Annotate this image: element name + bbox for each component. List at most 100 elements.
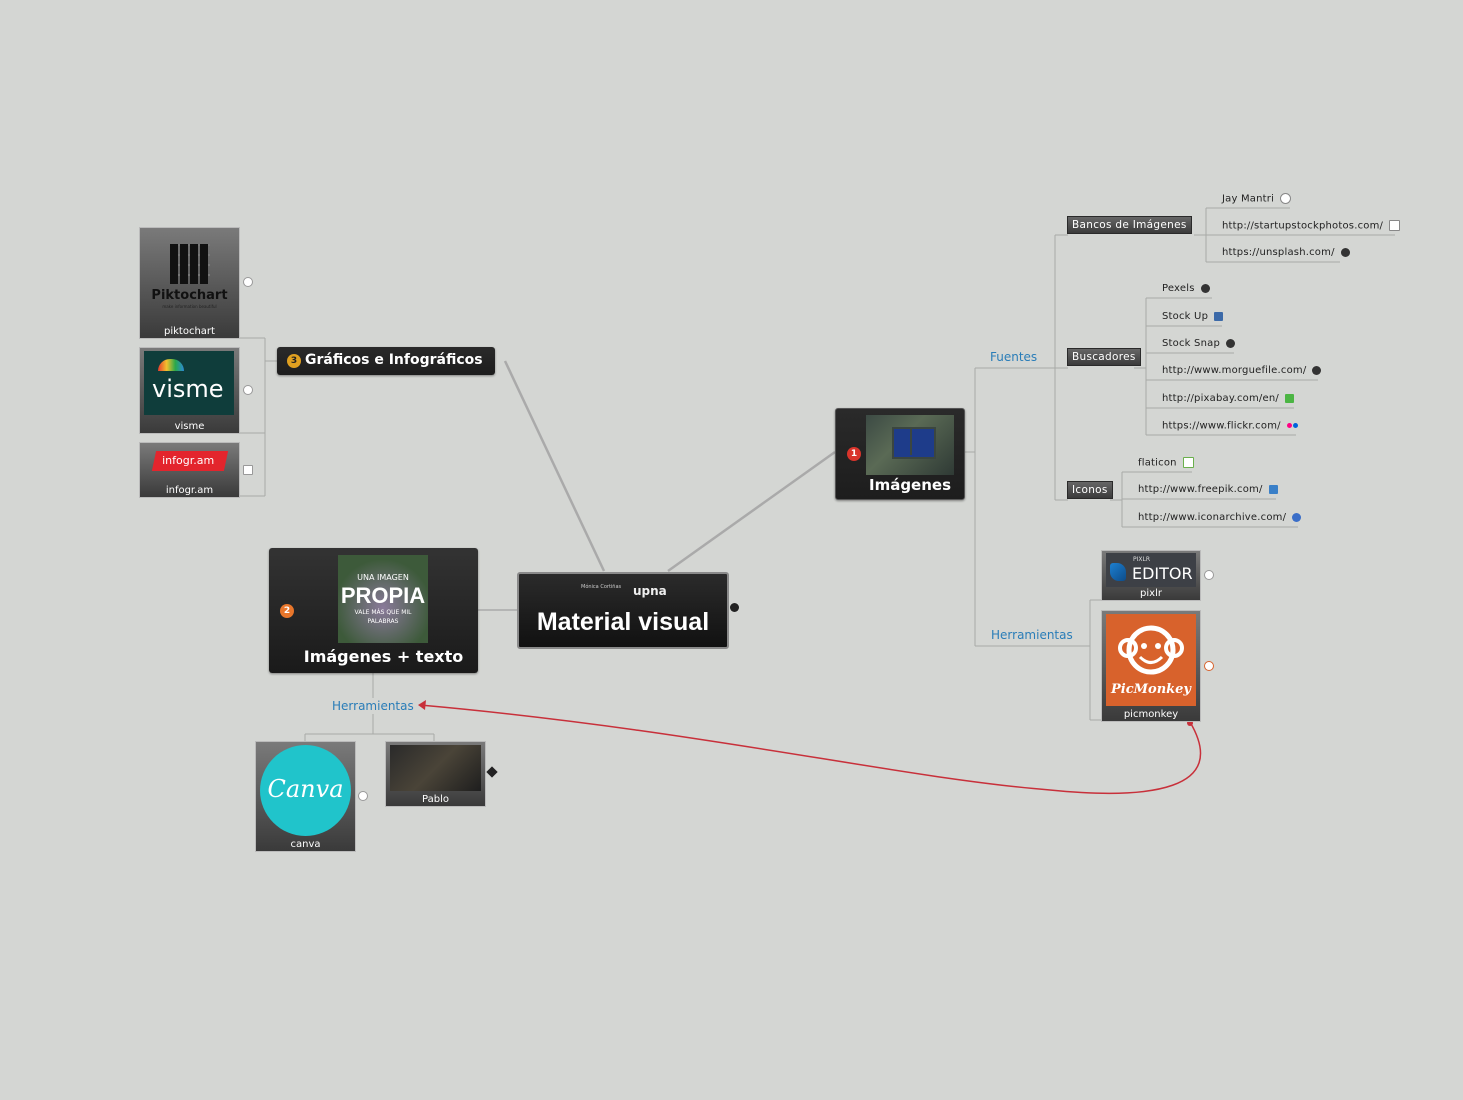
author-logo: Mónica Cortiñas [581, 584, 622, 590]
visme-logo: visme [144, 351, 234, 415]
central-title: Material visual [536, 608, 710, 636]
pixlr-icon [1204, 570, 1214, 580]
item-label: https://www.flickr.com/ [1162, 420, 1281, 432]
list-item[interactable]: Stock Up [1162, 311, 1224, 322]
list-item[interactable]: http://startupstockphotos.com/ [1222, 220, 1401, 232]
item-label: Pexels [1162, 283, 1195, 294]
picmonkey-card[interactable]: PicMonkey picmonkey [1101, 610, 1201, 722]
quote-line: VALE MÁS QUE MIL [354, 609, 412, 616]
globe-icon [1340, 247, 1350, 257]
flickr-icon [1286, 420, 1298, 431]
herramientas-label[interactable]: Herramientas [332, 699, 414, 713]
iconos-tag[interactable]: Iconos [1067, 481, 1113, 499]
item-label: http://startupstockphotos.com/ [1222, 220, 1384, 232]
quote-line: PROPIA [340, 583, 426, 608]
canva-logo: Canva [260, 745, 351, 836]
piktochart-card[interactable]: Piktochart make information beautiful pi… [139, 227, 240, 339]
quote-line: UNA IMAGEN [357, 573, 409, 582]
site-icon [1389, 220, 1401, 231]
fuentes-label[interactable]: Fuentes [990, 350, 1038, 364]
canva-text: Canva [267, 775, 344, 803]
item-label: Stock Up [1162, 311, 1209, 322]
picmonkey-text: PicMonkey [1111, 682, 1191, 697]
branch-imagenes-node[interactable]: 1 Imágenes [835, 408, 965, 500]
pablo-card[interactable]: Pablo [385, 741, 486, 807]
item-label: http://pixabay.com/en/ [1162, 393, 1279, 404]
globe-icon [1312, 365, 1322, 375]
window-photo [866, 415, 954, 475]
card-caption: infogr.am [165, 485, 214, 496]
picmonkey-logo: PicMonkey [1106, 614, 1196, 706]
globe-icon [1200, 283, 1210, 293]
visme-card[interactable]: visme visme [139, 347, 240, 434]
list-item[interactable]: https://www.flickr.com/ [1162, 420, 1298, 432]
list-item[interactable]: http://www.morguefile.com/ [1162, 365, 1322, 376]
number-badge: 3 [287, 354, 301, 368]
visme-mark-icon [158, 359, 184, 371]
picmonkey-icon [1204, 661, 1214, 671]
card-caption: pixlr [1140, 588, 1162, 599]
branch-title: Imágenes + texto [303, 647, 464, 666]
item-label: http://www.morguefile.com/ [1162, 365, 1307, 376]
pixlr-logo: PIXLR EDITOR [1106, 553, 1196, 587]
card-caption: piktochart [164, 326, 215, 337]
item-label: http://www.iconarchive.com/ [1138, 512, 1287, 523]
bancos-imagenes-tag[interactable]: Bancos de Imágenes [1067, 216, 1192, 234]
infogram-logo: infogr.am [151, 451, 229, 471]
number-badge: 1 [847, 447, 861, 461]
piktochart-tagline: make information beautiful [162, 304, 217, 309]
number-badge: 2 [280, 604, 294, 618]
pixabay-icon [1284, 393, 1294, 403]
card-caption: Pablo [422, 794, 449, 805]
list-item[interactable]: http://www.freepik.com/ [1138, 484, 1278, 495]
branch-title: Gráficos e Infográficos [305, 352, 483, 368]
card-caption: picmonkey [1123, 709, 1179, 720]
branch-title: Imágenes [868, 476, 952, 494]
quote-image: UNA IMAGEN PROPIA VALE MÁS QUE MIL PALAB… [338, 555, 428, 643]
canva-icon [358, 791, 368, 801]
globe-icon [1226, 338, 1236, 348]
piktochart-logo [170, 244, 210, 284]
globe-icon[interactable] [730, 603, 739, 612]
piktochart-icon [243, 277, 253, 287]
list-item[interactable]: flaticon [1138, 457, 1194, 469]
pixlr-card[interactable]: PIXLR EDITOR pixlr [1101, 550, 1201, 601]
pixlr-big-text: EDITOR [1132, 564, 1193, 583]
pixlr-small-text: PIXLR [1133, 556, 1151, 563]
flaticon-icon [1182, 457, 1194, 468]
butterfly-icon [1110, 563, 1126, 581]
monkey-face-icon [1118, 625, 1184, 675]
person-icon [1280, 193, 1292, 204]
stockup-icon [1214, 311, 1224, 321]
item-label: Jay Mantri [1222, 193, 1275, 205]
item-label: Stock Snap [1162, 338, 1221, 349]
list-item[interactable]: Pexels [1162, 283, 1210, 294]
visme-text: visme [152, 375, 224, 403]
branch-imagenes-texto-node[interactable]: UNA IMAGEN PROPIA VALE MÁS QUE MIL PALAB… [269, 548, 478, 673]
infogram-text: infogr.am [162, 454, 215, 467]
piktochart-text: Piktochart [151, 288, 228, 303]
item-label: https://unsplash.com/ [1222, 247, 1335, 258]
iconarchive-icon [1292, 512, 1302, 522]
central-node[interactable]: Mónica Cortiñas upna Material visual [517, 572, 729, 649]
item-label: flaticon [1138, 457, 1177, 469]
infogram-card[interactable]: infogr.am infogr.am [139, 442, 240, 498]
list-item[interactable]: https://unsplash.com/ [1222, 247, 1350, 258]
herramientas-label[interactable]: Herramientas [991, 628, 1073, 642]
freepik-icon [1268, 484, 1278, 494]
canva-card[interactable]: Canva canva [255, 741, 356, 852]
buscadores-tag[interactable]: Buscadores [1067, 348, 1141, 366]
card-caption: canva [290, 839, 321, 850]
branch-graficos-node[interactable]: 3 Gráficos e Infográficos [277, 347, 495, 375]
card-caption: visme [174, 421, 205, 432]
pablo-thumbnail [390, 745, 481, 791]
list-item[interactable]: Stock Snap [1162, 338, 1236, 349]
infogram-icon [243, 465, 253, 475]
upna-logo: upna [633, 584, 667, 598]
list-item[interactable]: http://pixabay.com/en/ [1162, 393, 1294, 404]
list-item[interactable]: Jay Mantri [1222, 193, 1292, 205]
quote-line: PALABRAS [367, 618, 399, 625]
item-label: http://www.freepik.com/ [1138, 484, 1263, 495]
list-item[interactable]: http://www.iconarchive.com/ [1138, 512, 1302, 523]
